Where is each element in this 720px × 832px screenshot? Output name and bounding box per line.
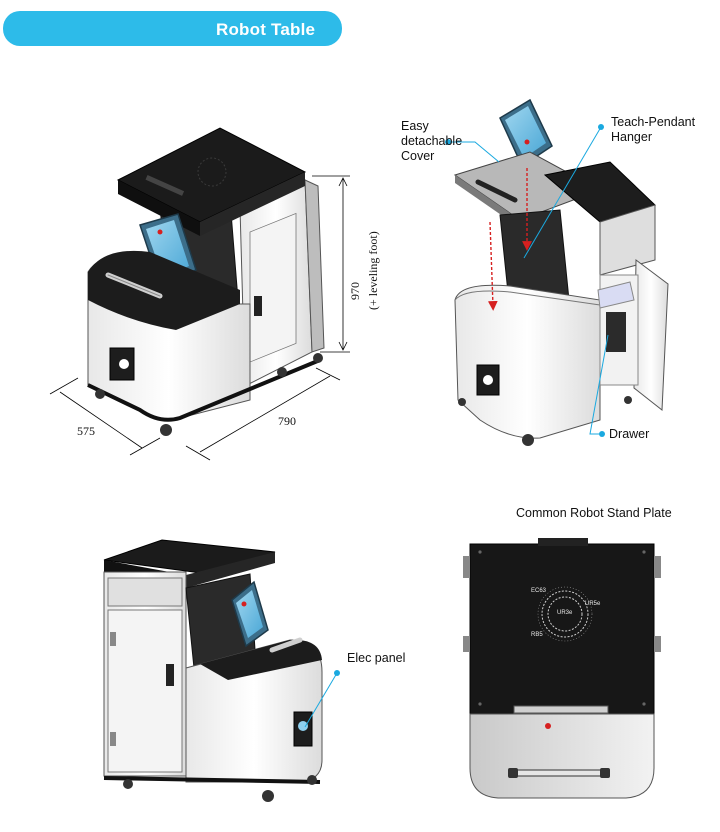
- callout-pendant-line1: Teach-Pendant: [611, 115, 696, 129]
- callout-pendant-hanger: Teach-Pendant Hanger: [611, 115, 695, 145]
- title-banner: [3, 11, 342, 46]
- mark-rb5: RB5: [531, 632, 543, 638]
- figure-elec-panel-view: [103, 539, 340, 802]
- callout-drawer: Drawer: [609, 427, 650, 441]
- page-title: Robot Table: [216, 20, 316, 39]
- mark-ec63: EC63: [531, 588, 547, 594]
- callout-elec-panel: Elec panel: [347, 651, 406, 665]
- callout-cover: Easy detachable Cover: [401, 119, 462, 164]
- dimension-height-note: (+ leveling foot): [366, 231, 380, 310]
- callout-pendant-line2: Hanger: [611, 130, 652, 144]
- dimension-height: 970: [348, 282, 362, 300]
- door-handle: [166, 664, 174, 686]
- dimension-width: 790: [278, 414, 296, 428]
- door-handle: [254, 296, 262, 316]
- callout-cover-line3: Cover: [401, 149, 435, 163]
- mark-ur5e: UR5e: [585, 601, 601, 607]
- figure-stand-plate: [463, 538, 661, 799]
- callout-cover-line2: detachable: [401, 134, 463, 148]
- mark-ur3e: UR3e: [557, 610, 573, 616]
- callout-cover-line1: Easy: [401, 119, 429, 133]
- dimension-depth: 575: [77, 424, 95, 438]
- figure-exploded-view: [445, 98, 669, 446]
- stand-plate-title: Common Robot Stand Plate: [516, 506, 672, 520]
- figure-assembled-table: [49, 127, 350, 461]
